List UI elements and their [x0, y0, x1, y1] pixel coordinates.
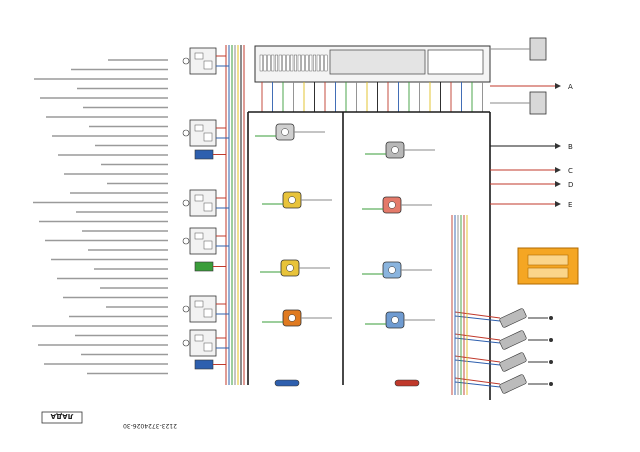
terminal-dot — [549, 360, 553, 364]
relay-icon — [182, 47, 229, 75]
ecu-pin — [275, 54, 279, 72]
ecu-pin — [316, 54, 320, 72]
left-wire-bundle — [225, 45, 245, 385]
brand-badge: ЛАДА — [41, 411, 83, 424]
sensor-icon — [362, 196, 432, 214]
injector-icon — [454, 330, 553, 350]
sensor-icon — [260, 259, 330, 277]
connector-a: A — [490, 83, 573, 91]
connector-c: C — [490, 167, 573, 175]
connector-node — [182, 199, 190, 207]
ecu-pin — [282, 54, 286, 72]
ecu-pin — [271, 54, 275, 72]
connector-b: B — [490, 143, 573, 151]
ignition-module — [517, 247, 579, 285]
sensor-icon — [365, 311, 435, 329]
brand-badge-label: ЛАДА — [50, 412, 73, 420]
ecu-pin — [263, 54, 267, 72]
legend-block — [32, 59, 168, 375]
connector-e: E — [490, 201, 572, 209]
relay-icon — [490, 37, 547, 61]
relay-icon — [182, 295, 229, 323]
ecu-pin — [320, 54, 324, 72]
ecu-pin — [305, 54, 309, 72]
ecu-pin — [324, 54, 328, 72]
connector-node — [182, 57, 190, 65]
sensor-icon — [262, 191, 332, 209]
connector-node — [182, 339, 190, 347]
relay-icon — [182, 189, 229, 217]
ecu-pin — [301, 54, 305, 72]
connector-node — [182, 305, 190, 313]
diagram-code: 2123-3724026-30 — [123, 422, 177, 429]
ecu-connector-icon — [254, 45, 491, 112]
ecu-pin — [278, 54, 282, 72]
connector-label: A — [568, 83, 573, 91]
ignition-coil-icon — [262, 309, 332, 327]
ecu-pin — [267, 54, 271, 72]
ecu-pin — [294, 54, 298, 72]
connector-label: D — [568, 181, 573, 189]
fuse-icon — [194, 149, 226, 160]
relay-icon — [182, 227, 229, 255]
ecu-pin — [313, 54, 317, 72]
sensor-icon — [255, 123, 325, 141]
connector-label: C — [568, 167, 573, 175]
harness-bus — [247, 111, 491, 400]
fuse-icon — [194, 359, 226, 370]
connector-label: B — [568, 143, 573, 151]
terminal-dot — [549, 382, 553, 386]
ecu-pin — [297, 54, 301, 72]
injector-icon — [454, 374, 553, 394]
sensor-icon — [362, 261, 432, 279]
fuse-icon — [194, 261, 226, 272]
connector-d: D — [490, 181, 573, 189]
ecu-pin — [286, 54, 290, 72]
sensor-icon — [365, 141, 435, 159]
injector-icon — [454, 352, 553, 372]
relay-icon — [182, 119, 229, 147]
connector-node — [182, 129, 190, 137]
ecu-pin — [309, 54, 313, 72]
connector-node — [182, 237, 190, 245]
ecu-pin — [259, 54, 263, 72]
connector-label: E — [568, 201, 572, 209]
relay-icon — [490, 91, 547, 115]
terminal-dot — [549, 316, 553, 320]
probe-sensor-icon — [394, 379, 420, 387]
probe-sensor-icon — [274, 379, 300, 387]
injector-icon — [454, 308, 553, 328]
terminal-dot — [549, 338, 553, 342]
ecu-pin — [290, 54, 294, 72]
relay-icon — [182, 329, 229, 357]
